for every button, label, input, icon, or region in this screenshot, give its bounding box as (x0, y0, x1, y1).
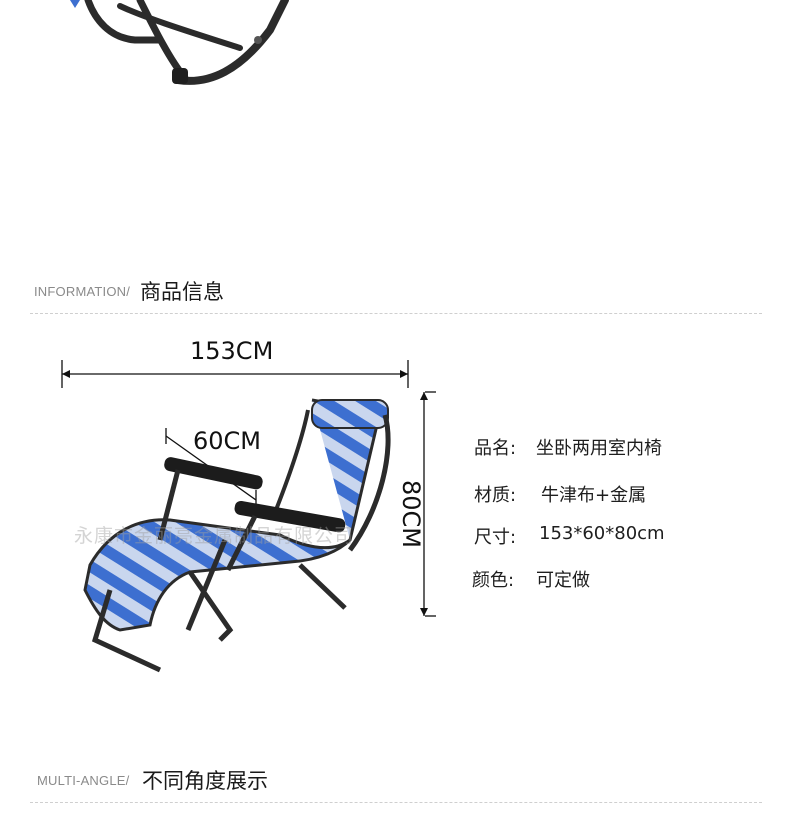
spec-color-value: 可定做 (536, 570, 590, 591)
info-section-zh-title: 商品信息 (140, 280, 224, 304)
spec-material-value: 牛津布+金属 (541, 485, 647, 506)
chair-top-partial-image (70, 0, 289, 85)
width-dimension-label: 60CM (193, 427, 262, 455)
info-divider (30, 313, 762, 314)
spec-color-label: 颜色: (472, 570, 515, 591)
height-dimension-label: 80CM (397, 480, 425, 549)
spec-name-label: 品名: (474, 438, 517, 459)
info-section-en-title: INFORMATION/ (34, 284, 131, 299)
spec-name-value: 坐卧两用室内椅 (536, 438, 662, 459)
company-watermark: 永康市金丽亮金属制品有限公司 (74, 525, 355, 547)
angle-section-zh-title: 不同角度展示 (142, 769, 268, 793)
length-dimension-label: 153CM (190, 337, 274, 365)
spec-size-label: 尺寸: (474, 527, 517, 548)
angle-section-en-title: MULTI-ANGLE/ (37, 773, 130, 788)
spec-material-label: 材质: (474, 485, 517, 506)
spec-size-value: 153*60*80cm (539, 523, 665, 544)
angle-divider (30, 802, 762, 803)
chair-dimension-diagram (61, 360, 436, 673)
